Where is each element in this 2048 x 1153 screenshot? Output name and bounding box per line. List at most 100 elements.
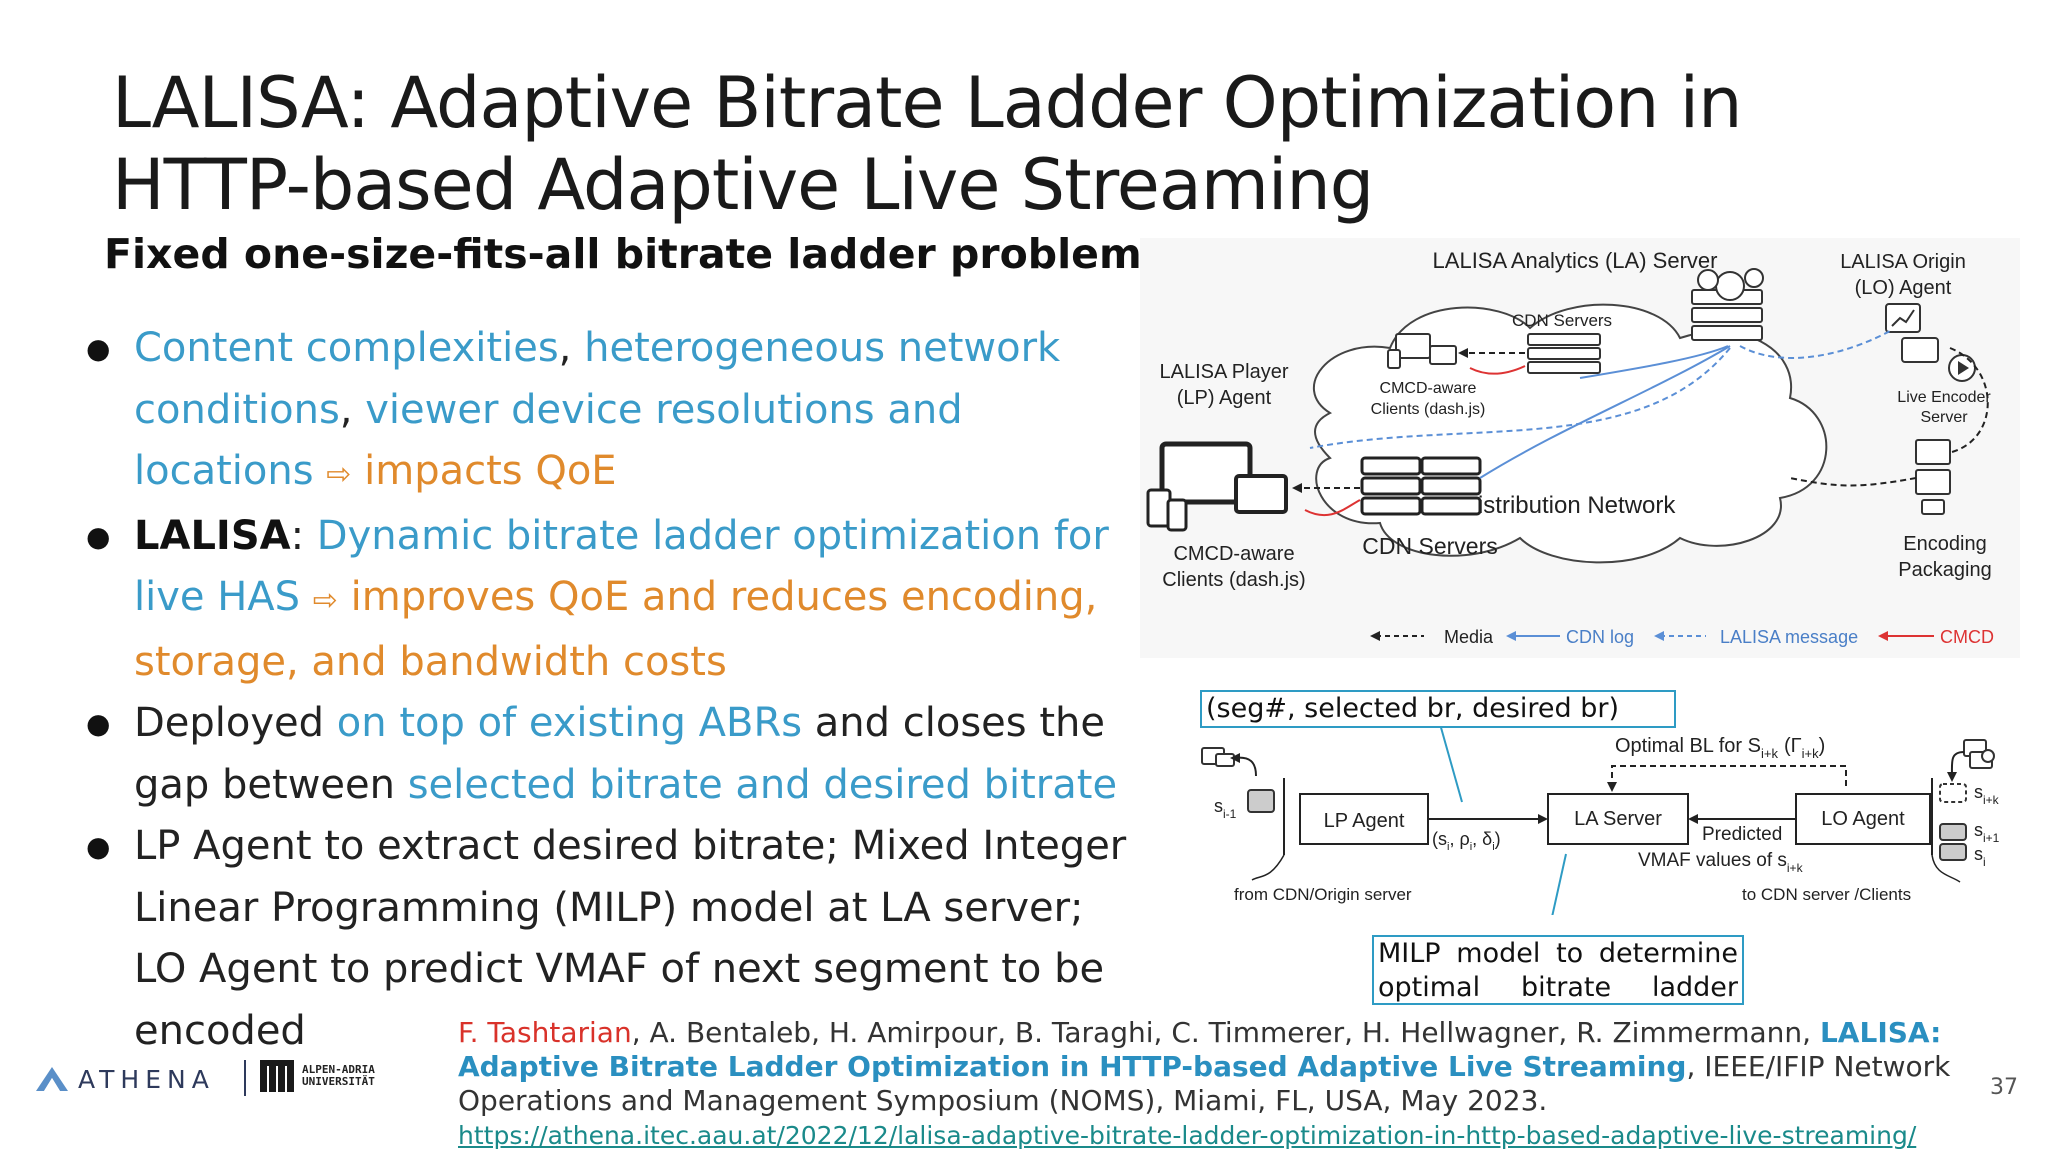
lo-agent-box xyxy=(1795,793,1931,845)
cdn-log-arrow xyxy=(1479,345,1731,479)
bullet-list: Content complexities, heterogeneous netw… xyxy=(86,318,1196,1062)
bullet-4: LP Agent to extract desired bitrate; Mix… xyxy=(86,816,1196,1062)
to-cdn-label: to CDN server /Clients xyxy=(1742,885,1911,904)
encoding-label-2: Packaging xyxy=(1898,559,1991,581)
architecture-diagram: Distribution Network LALISA Analytics (L… xyxy=(1140,238,2020,658)
bullet-text: Deployed xyxy=(134,700,337,746)
reference-title: LALISA: Adaptive Bitrate Ladder Optimiza… xyxy=(458,1016,1942,1083)
bullet-text: storage, and bandwidth costs xyxy=(134,638,727,685)
bullet-2: LALISA: Dynamic bitrate ladder optimizat… xyxy=(86,506,1196,694)
cmcd-small-label-2: Clients (dash.js) xyxy=(1371,401,1486,418)
legend-lalisa-message: LALISA message xyxy=(1720,627,1858,647)
legend-media: Media xyxy=(1444,627,1494,647)
bullet-text: : xyxy=(290,512,317,559)
title-line-2: HTTP-based Adaptive Live Streaming xyxy=(112,144,1374,226)
bullet-text: Linear Programming (MILP) model at LA se… xyxy=(134,884,1084,931)
athena-logo: ATHENA xyxy=(34,1064,215,1094)
server-icon xyxy=(1360,456,1482,516)
legend: Media CDN log LALISA message CMCD xyxy=(1370,627,1994,647)
bullet-text: heterogeneous network xyxy=(584,325,1061,371)
server-icon xyxy=(1691,271,1763,341)
film-icon xyxy=(1963,739,1995,769)
bullet-text: Dynamic bitrate ladder optimization for xyxy=(316,512,1109,559)
arrow-icon: ⇨ xyxy=(326,457,352,492)
media-arrow xyxy=(1789,477,1917,487)
live-encoder-label-2: Server xyxy=(1920,409,1968,426)
segment-label: si+1 xyxy=(1974,820,2000,845)
callout-seg: (seg#, selected br, desired br) xyxy=(1200,690,1676,728)
cdn-servers-small-label: CDN Servers xyxy=(1512,311,1612,330)
athena-logo-icon xyxy=(36,1067,68,1091)
media-arrow xyxy=(1949,347,1989,453)
la-server-label: LALISA Analytics (LA) Server xyxy=(1433,248,1718,273)
reference-link[interactable]: https://athena.itec.aau.at/2022/12/lalis… xyxy=(458,1121,1917,1150)
lo-agent-label-1: LALISA Origin xyxy=(1840,251,1966,273)
monitor-icon xyxy=(1146,441,1288,532)
bullet-text: viewer device resolutions and xyxy=(365,386,963,433)
bullet-text: improves QoE and reduces encoding, xyxy=(350,574,1098,620)
gear-icon xyxy=(1697,268,1764,291)
bullet-text: , xyxy=(339,386,366,433)
bullet-text: selected bitrate and desired bitrate xyxy=(407,761,1118,808)
segment-block xyxy=(1939,843,1967,861)
lp-agent-box xyxy=(1299,793,1429,845)
bullet-text: , xyxy=(558,325,585,371)
bullet-text: LO Agent to predict VMAF of next segment… xyxy=(134,946,1105,992)
logo-divider xyxy=(244,1060,246,1096)
cmcd-small-label-1: CMCD-aware xyxy=(1380,380,1477,397)
lo-agent-label-2: (LO) Agent xyxy=(1855,277,1952,299)
lalisa-message-arrow xyxy=(1309,347,1731,449)
film-icon xyxy=(1915,439,1951,515)
lp-agent-label-1: LALISA Player xyxy=(1160,361,1289,383)
live-encoder-label-1: Live Encoder xyxy=(1897,389,1991,406)
slide-title: LALISA: Adaptive Bitrate Ladder Optimiza… xyxy=(112,62,1872,226)
bullet-text: and closes the xyxy=(802,700,1105,746)
predicted-label-1: Predicted xyxy=(1702,824,1782,845)
bullet-text: LALISA xyxy=(134,512,291,559)
predicted-label-2: VMAF values of si+k xyxy=(1638,850,1804,875)
segment-block xyxy=(1939,823,1967,841)
segment-label: si+k xyxy=(1974,782,2000,807)
slide-subtitle: Fixed one-size-fits-all bitrate ladder p… xyxy=(104,230,1142,278)
bullet-text: gap between xyxy=(134,761,408,808)
segment-block xyxy=(1247,789,1275,813)
laptop-icon xyxy=(1201,747,1235,767)
legend-cmcd: CMCD xyxy=(1940,627,1994,647)
bullet-3: Deployed on top of existing ABRs and clo… xyxy=(86,693,1196,816)
lp-agent-box-label: LP Agent xyxy=(1324,810,1405,832)
bullet-text: LP Agent to extract desired bitrate; Mix… xyxy=(134,823,1127,869)
segment-label: si-1 xyxy=(1214,796,1237,821)
distribution-label: Distribution Network xyxy=(1461,492,1677,519)
la-server-box xyxy=(1547,793,1689,845)
lo-agent-box-label: LO Agent xyxy=(1821,808,1905,830)
bullet-text: impacts QoE xyxy=(364,448,617,494)
laptop-icon xyxy=(1387,333,1457,369)
bullet-text: on top of existing ABRs xyxy=(336,700,803,746)
server-icon xyxy=(1527,333,1601,374)
cmcd-arrow xyxy=(1469,365,1526,375)
bullet-text: conditions xyxy=(134,386,340,433)
cdn-log-arrow xyxy=(1579,345,1729,379)
segment-block xyxy=(1939,783,1967,803)
cmcd-arrow xyxy=(1304,499,1361,516)
from-cdn-label: from CDN/Origin server xyxy=(1234,885,1412,904)
aau-logo-icon xyxy=(260,1060,294,1092)
bullet-1: Content complexities, heterogeneous netw… xyxy=(86,318,1196,506)
reference-author-first: F. Tashtarian xyxy=(458,1016,632,1049)
la-server-box-label: LA Server xyxy=(1574,808,1662,830)
lp-agent-label-2: (LP) Agent xyxy=(1177,387,1272,409)
bullet-text: Content complexities xyxy=(134,325,559,371)
reference-citation: F. Tashtarian, A. Bentaleb, H. Amirpour,… xyxy=(458,1016,1958,1153)
bullet-text: locations xyxy=(134,448,314,494)
callout-milp: MILP model to determine optimal bitrate … xyxy=(1372,935,1744,1005)
segment-label: si xyxy=(1974,844,1986,869)
encoding-label-1: Encoding xyxy=(1903,533,1986,555)
legend-cdn-log: CDN log xyxy=(1566,627,1634,647)
reference-authors: , A. Bentaleb, H. Amirpour, B. Taraghi, … xyxy=(631,1016,1820,1049)
athena-logo-text: ATHENA xyxy=(78,1064,215,1094)
play-icon xyxy=(1901,337,1976,382)
reference-venue: , IEEE/IFIP Network Operations and Manag… xyxy=(458,1050,1951,1117)
arrow-icon: ⇨ xyxy=(312,583,338,618)
bullet-text: live HAS xyxy=(134,574,301,620)
